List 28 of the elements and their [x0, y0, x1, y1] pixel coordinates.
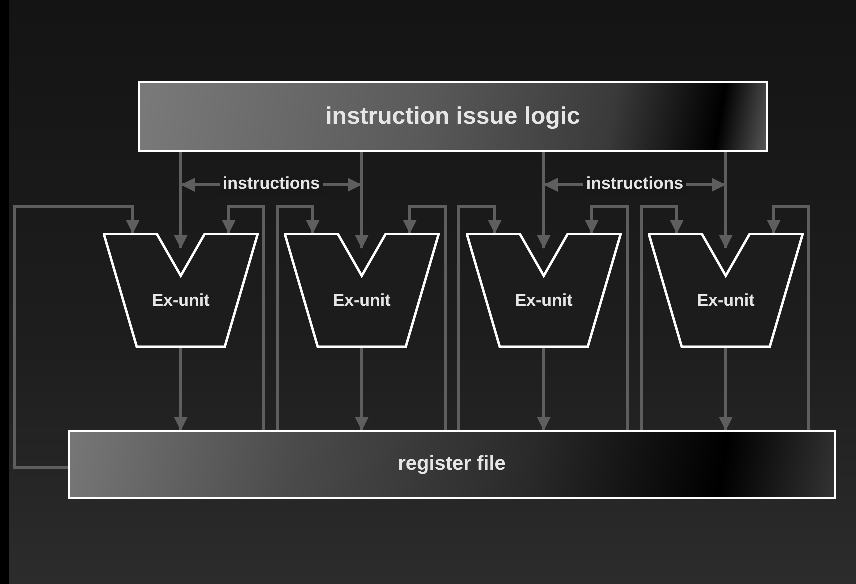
- arrow: [537, 152, 551, 249]
- arrow: [355, 348, 369, 431]
- arrow: [640, 206, 684, 430]
- execution-unit-shape: [466, 233, 622, 348]
- unit-label: Ex-unit: [514, 291, 574, 311]
- arrow: [585, 206, 630, 430]
- execution-unit-shape: [103, 233, 259, 348]
- arrow: [276, 206, 320, 430]
- unit-label: Ex-unit: [696, 291, 756, 311]
- arrow: [719, 152, 733, 249]
- unit-label: Ex-unit: [151, 291, 211, 311]
- arrow: [403, 206, 448, 430]
- register-file-box: [68, 430, 836, 499]
- arrow: [174, 152, 188, 249]
- arrow: [458, 206, 502, 430]
- execution-unit-shape: [648, 233, 804, 348]
- unit-label: Ex-unit: [332, 291, 392, 311]
- arrow: [14, 206, 140, 470]
- issue-logic-box: [138, 81, 768, 152]
- arrow: [767, 206, 810, 430]
- box-label: instruction issue logic: [326, 102, 580, 130]
- box-label: register file: [398, 453, 506, 476]
- arrow: [537, 348, 551, 431]
- execution-unit-shape: [284, 233, 440, 348]
- arrow: [222, 206, 266, 430]
- arrow: [719, 348, 733, 431]
- arrow: [355, 152, 369, 249]
- arrow: [174, 348, 188, 431]
